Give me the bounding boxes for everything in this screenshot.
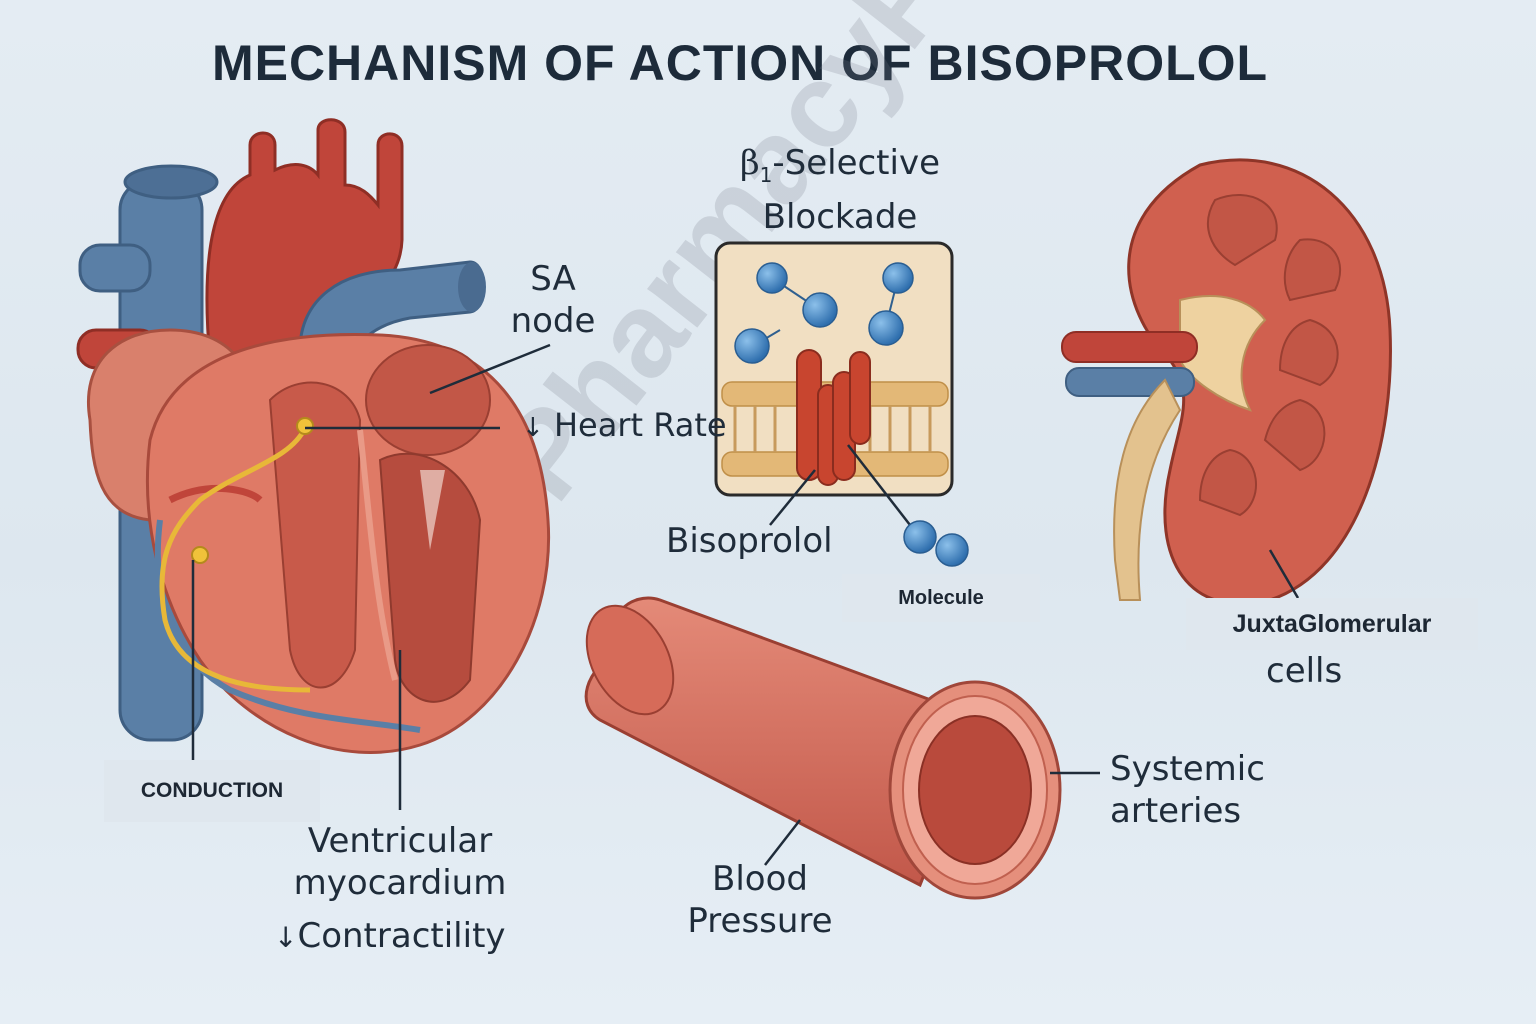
molecule-leader — [847, 444, 911, 526]
ventricular-label: Ventricular myocardium — [280, 820, 520, 904]
ventricular-line1: Ventricular — [307, 821, 493, 861]
beta-subscript: 1 — [759, 162, 773, 187]
conduction-label: CONDUCTION — [104, 760, 320, 822]
contractility-text: Contractility — [297, 916, 506, 956]
sa-node-line2: node — [510, 301, 596, 341]
juxta-label-line1: JuxtaGlomerular — [1186, 598, 1478, 650]
page-title: MECHANISM OF ACTION OF BISOPROLOL — [211, 35, 1269, 91]
molecule-label: Molecule — [842, 574, 1040, 622]
sa-node-leader — [429, 343, 551, 395]
blood-pressure-label: Blood Pressure — [670, 858, 850, 942]
systemic-arteries-label: Systemic arteries — [1110, 748, 1265, 832]
contractility-label: ↓Contractility — [274, 915, 506, 959]
bisoprolol-label: Bisoprolol — [666, 521, 833, 561]
sa-node-line1: SA — [530, 259, 576, 299]
bp-line2: Pressure — [687, 901, 833, 941]
down-arrow-icon: ↓ — [274, 921, 298, 954]
bp-line1: Blood — [712, 859, 808, 899]
artery-illustration — [584, 596, 1062, 900]
systemic-line2: arteries — [1110, 791, 1242, 831]
kidney-illustration — [1061, 158, 1392, 606]
beta-line2: Blockade — [762, 196, 918, 237]
heart-illustration — [76, 118, 551, 754]
beta-line1: -Selective — [772, 143, 941, 183]
cell-membrane-illustration — [714, 241, 954, 497]
down-arrow-icon: ↓ — [522, 413, 544, 443]
bp-leader — [764, 819, 801, 866]
beta-blockade-label: β1-Selective Blockade — [720, 142, 960, 238]
bisoprolol-leader — [769, 469, 816, 526]
beta-symbol: β — [739, 143, 760, 183]
free-molecule — [903, 520, 969, 567]
heart-rate-label: ↓ Heart Rate — [522, 406, 727, 444]
heart-rate-text: Heart Rate — [553, 406, 727, 444]
juxta-label-line2: cells — [1266, 651, 1343, 691]
sa-node-label: SA node — [505, 258, 601, 342]
systemic-line1: Systemic — [1110, 749, 1265, 789]
juxta-leader — [1268, 549, 1300, 599]
ventricular-line2: myocardium — [293, 863, 507, 903]
